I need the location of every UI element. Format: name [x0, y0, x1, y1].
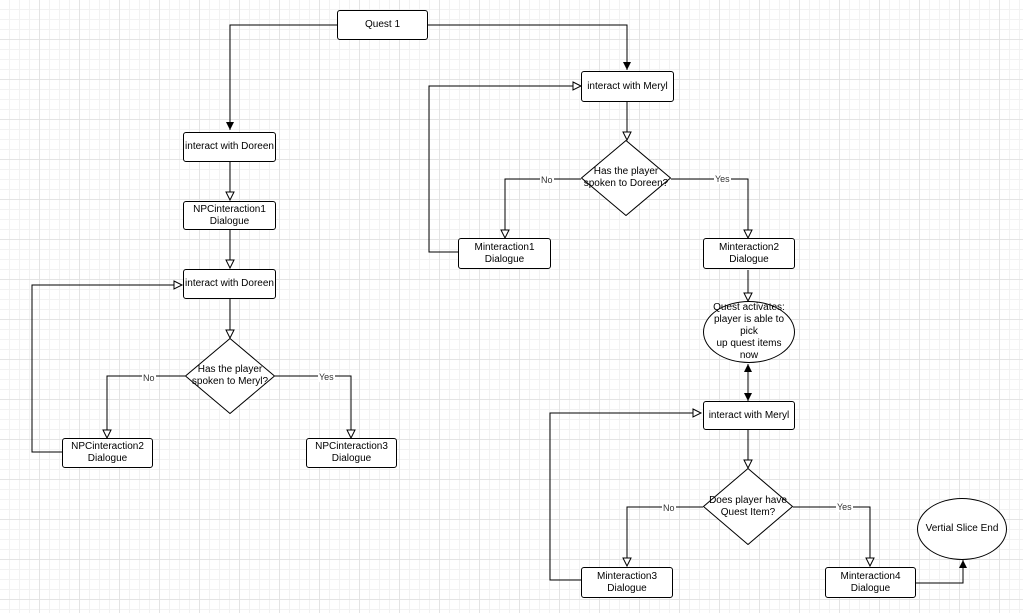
minteraction4-line2: Dialogue	[850, 582, 891, 594]
edge-q-meryl-no	[102, 375, 185, 440]
minteraction1-line2: Dialogue	[484, 253, 525, 265]
edge-m4-to-end	[916, 560, 967, 584]
decision-quest-item-line2: Quest Item?	[720, 506, 776, 518]
edge-npc2-loop	[31, 280, 184, 453]
edge-label-no-item: No	[662, 503, 676, 513]
interact-meryl-label-2: interact with Meryl	[708, 409, 790, 421]
edge-m1-loop	[428, 81, 583, 253]
edge-q-item-yes	[793, 506, 875, 568]
edge-q-meryl-yes	[275, 375, 356, 440]
interact-doreen-label-2: interact with Doreen	[185, 278, 274, 289]
diamond-shape	[703, 468, 793, 545]
minteraction4-line1: Minteraction4	[840, 570, 901, 582]
edge-quest1-to-doreen	[226, 24, 337, 130]
edge-m3-loop	[549, 408, 703, 581]
decision-spoken-meryl-line2: spoken to Meryl?	[191, 376, 269, 387]
quest-activates-line1: Quest activates:	[713, 302, 785, 313]
minteraction2-line1: Minteraction2	[718, 241, 780, 253]
npcinteraction1-line1: NPCinteraction1	[193, 203, 266, 215]
edge-label-no-doreen: No	[540, 175, 554, 185]
interact-meryl-label-1: interact with Meryl	[587, 80, 668, 92]
quest-activates-line2: player is able to pick	[713, 314, 785, 337]
quest1-label: Quest 1	[364, 19, 401, 30]
interact-doreen-node-1[interactable]: interact with Doreen	[183, 132, 276, 162]
edge-label-yes-meryl: Yes	[318, 372, 335, 382]
edge-q-doreen-no	[500, 178, 581, 240]
minteraction3-line1: Minteraction3	[596, 570, 658, 582]
interact-meryl-node-1[interactable]: interact with Meryl	[581, 71, 674, 102]
edge-label-yes-item: Yes	[836, 502, 853, 512]
edge-q-doreen-yes	[671, 178, 753, 240]
npcinteraction2-line1: NPCinteraction2	[71, 441, 144, 452]
interact-meryl-node-2[interactable]: interact with Meryl	[703, 401, 795, 430]
decision-spoken-doreen-line1: Has the player	[593, 166, 659, 177]
interact-doreen-label-1: interact with Doreen	[185, 141, 274, 152]
decision-quest-item-line1: Does player have	[709, 494, 787, 506]
edge-quest1-to-meryl	[428, 24, 631, 70]
decision-spoken-doreen-line2: spoken to Doreen?	[583, 178, 669, 189]
decision-spoken-meryl-line1: Has the player	[197, 364, 263, 375]
npcinteraction3-line1: NPCinteraction3	[315, 441, 388, 452]
minteraction3-line2: Dialogue	[607, 582, 647, 594]
npcinteraction2-line2: Dialogue	[87, 453, 128, 464]
minteraction1-line1: Minteraction1	[474, 241, 535, 253]
npcinteraction1-line2: Dialogue	[209, 215, 250, 227]
interact-doreen-node-2[interactable]: interact with Doreen	[183, 269, 276, 299]
quest-activates-line3: up quest items now	[716, 338, 782, 361]
edge-q-item-no	[622, 506, 703, 568]
npcinteraction3-line2: Dialogue	[331, 453, 372, 464]
diamond-shape	[185, 338, 275, 414]
vertical-slice-end-label: Vertial Slice End	[925, 523, 999, 534]
quest1-node[interactable]: Quest 1	[337, 10, 428, 40]
edge-label-no-meryl: No	[142, 373, 156, 383]
minteraction2-line2: Dialogue	[729, 253, 769, 265]
diamond-shape	[581, 140, 671, 216]
vertical-slice-end-node[interactable]: Vertial Slice End	[917, 498, 1007, 560]
edge-label-yes-doreen: Yes	[714, 174, 731, 184]
